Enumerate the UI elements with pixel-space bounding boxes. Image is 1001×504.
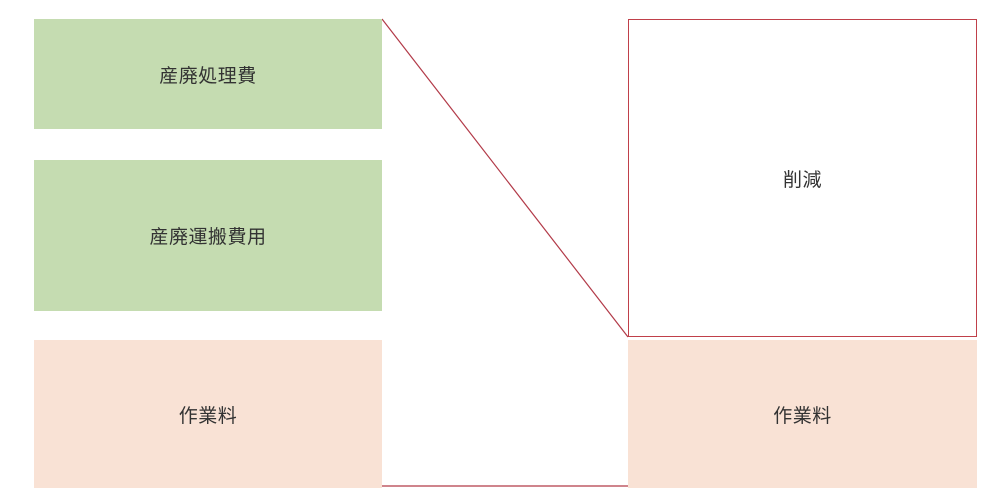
transport-cost-label: 産廃運搬費用 [149,226,267,248]
labor-fee-box-left: 作業料 [34,340,382,488]
labor-fee-box-right: 作業料 [628,340,977,488]
transport-cost-box: 産廃運搬費用 [34,160,382,311]
labor-fee-label-left: 作業料 [178,404,238,427]
labor-fee-label-right: 作業料 [773,404,832,427]
reduction-label: 削減 [782,168,822,191]
connector-top-diagonal [381,18,629,338]
reduction-box: 削減 [628,19,977,337]
disposal-cost-box: 産廃処理費 [34,19,382,129]
disposal-cost-label: 産廃処理費 [159,64,257,87]
